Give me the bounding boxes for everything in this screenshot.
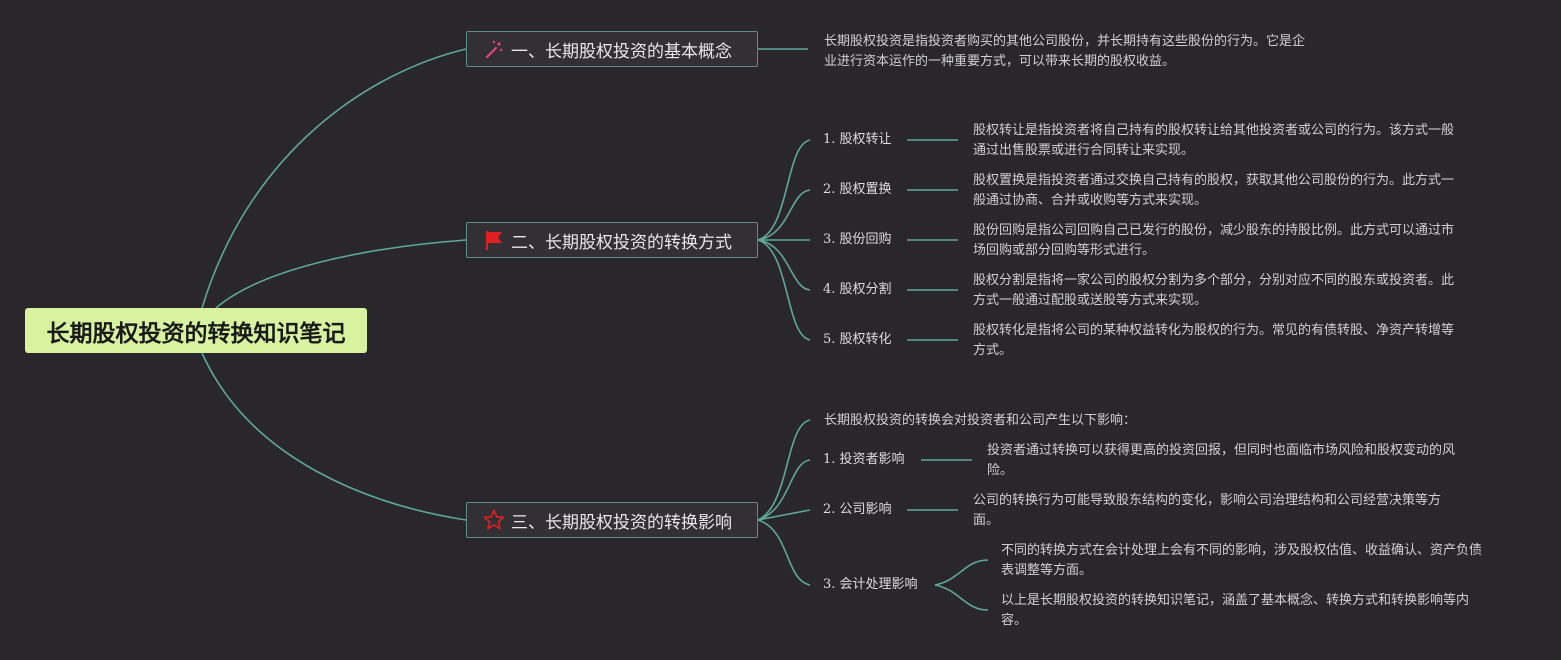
- link-branch-3-item-1: [757, 459, 811, 521]
- branch-1-description: 长期股权投资是指投资者购买的其他公司股份，并长期持有这些股份的行为。它是企业进行…: [824, 34, 1306, 69]
- root-title: 长期股权投资的转换知识笔记: [46, 320, 346, 347]
- link-branch-2-item-1: [757, 139, 811, 241]
- link-branch-2-item-5: [757, 239, 811, 341]
- method-text-buyback: 股份回购是指公司回购自己已发行的股份，减少股东的持股比例。此方式可以通过市场回购…: [973, 223, 1455, 258]
- impact-intro: 长期股权投资的转换会对投资者和公司产生以下影响：: [824, 413, 1137, 428]
- impact-label-accounting[interactable]: 3. 会计处理影响: [823, 577, 918, 592]
- impact-text-company: 公司的转换行为可能导致股东结构的变化，影响公司治理结构和公司经营决策等方面。: [973, 493, 1442, 528]
- link-root-branch-3: [201, 352, 467, 521]
- branch-node-basic-concept[interactable]: 一、长期股权投资的基本概念: [466, 31, 758, 67]
- method-label-buyback[interactable]: 3. 股份回购: [823, 232, 892, 247]
- link-branch-3-item-2: [757, 509, 811, 521]
- branch-title: 二、长期股权投资的转换方式: [511, 232, 732, 253]
- impact-label-company[interactable]: 2. 公司影响: [823, 502, 892, 517]
- link-branch-3-intro: [757, 419, 811, 521]
- link-branch-2-item-4: [757, 239, 811, 291]
- root-node[interactable]: 长期股权投资的转换知识笔记: [25, 308, 367, 353]
- method-label-swap[interactable]: 2. 股权置换: [823, 182, 892, 197]
- link-root-branch-2: [215, 239, 467, 309]
- method-label-transfer[interactable]: 1. 股权转让: [823, 132, 892, 147]
- link-root-branch-1: [201, 48, 467, 309]
- star-outline-icon: [483, 509, 505, 531]
- impact-label-investor[interactable]: 1. 投资者影响: [823, 452, 905, 467]
- impact-text-accounting-2: 以上是长期股权投资的转换知识笔记，涵盖了基本概念、转换方式和转换影响等内容。: [1001, 593, 1470, 628]
- method-text-swap: 股权置换是指投资者通过交换自己持有的股权，获取其他公司股份的行为。此方式一般通过…: [973, 173, 1455, 208]
- method-text-transfer: 股权转让是指投资者将自己持有的股权转让给其他投资者或公司的行为。该方式一般通过出…: [973, 123, 1455, 158]
- link-branch-2-item-2: [757, 189, 811, 241]
- method-label-conversion[interactable]: 5. 股权转化: [823, 332, 892, 347]
- red-flag-icon: [483, 229, 505, 251]
- link-b3-label-3b: [934, 584, 989, 611]
- branch-title: 三、长期股权投资的转换影响: [511, 512, 732, 533]
- method-text-split: 股权分割是指将一家公司的股权分割为多个部分，分别对应不同的股东或投资者。此方式一…: [973, 273, 1455, 308]
- magic-wand-icon: [483, 38, 505, 60]
- method-label-split[interactable]: 4. 股权分割: [823, 282, 892, 297]
- branch-title: 一、长期股权投资的基本概念: [511, 41, 732, 62]
- link-b3-label-3a: [934, 559, 989, 586]
- impact-text-accounting-1: 不同的转换方式在会计处理上会有不同的影响，涉及股权估值、收益确认、资产负债表调整…: [1001, 543, 1483, 578]
- impact-text-investor: 投资者通过转换可以获得更高的投资回报，但同时也面临市场风险和股权变动的风险。: [987, 443, 1456, 478]
- link-branch-3-item-3: [757, 519, 811, 586]
- method-text-conversion: 股权转化是指将公司的某种权益转化为股权的行为。常见的有债转股、净资产转增等方式。: [973, 323, 1455, 358]
- branch-node-conversion-impact[interactable]: 三、长期股权投资的转换影响: [466, 502, 758, 538]
- branch-node-conversion-methods[interactable]: 二、长期股权投资的转换方式: [466, 222, 758, 258]
